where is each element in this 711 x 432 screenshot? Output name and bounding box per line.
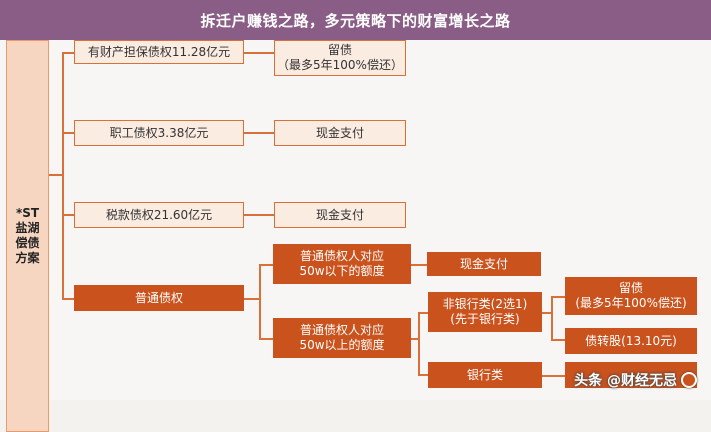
connector bbox=[62, 214, 74, 216]
connector bbox=[551, 339, 565, 341]
node-tax-result: 现金支付 bbox=[274, 202, 406, 228]
connector bbox=[418, 312, 428, 314]
node-bank: 银行类 bbox=[428, 362, 542, 388]
node-secured-debt: 有财产担保债权11.28亿元 bbox=[74, 40, 244, 64]
node-ordinary-debt: 普通债权 bbox=[74, 285, 244, 311]
connector bbox=[62, 52, 74, 54]
watermark: 头条 @财经无忌 bbox=[574, 370, 697, 390]
connector bbox=[259, 338, 273, 340]
watermark-logo-icon bbox=[681, 372, 697, 388]
connector bbox=[551, 296, 565, 298]
node-non-bank: 非银行类(2选1) (先于银行类) bbox=[428, 292, 542, 332]
connector bbox=[411, 338, 419, 340]
node-tax-debt: 税款债权21.60亿元 bbox=[74, 202, 244, 228]
connector bbox=[62, 298, 74, 300]
connector bbox=[418, 374, 428, 376]
node-ordinary-under-50w: 普通债权人对应 50w以下的额度 bbox=[273, 244, 411, 284]
connector bbox=[244, 132, 274, 134]
connector bbox=[542, 375, 565, 377]
node-ordinary-under-result: 现金支付 bbox=[427, 252, 541, 276]
node-non-bank-option-retain: 留债 (最多5年100%偿还) bbox=[565, 277, 697, 315]
node-bank-result bbox=[565, 362, 697, 388]
page-title: 拆迁户赚钱之路，多元策略下的财富增长之路 bbox=[200, 11, 511, 30]
node-employee-debt: 职工债权3.38亿元 bbox=[74, 120, 244, 146]
connector bbox=[551, 296, 553, 340]
connector bbox=[244, 298, 260, 300]
node-secured-result: 留债 （最多5年100%偿还） bbox=[274, 40, 406, 76]
connector bbox=[244, 214, 274, 216]
node-employee-result: 现金支付 bbox=[274, 120, 406, 146]
connector bbox=[244, 52, 274, 54]
connector bbox=[418, 312, 420, 376]
connector bbox=[542, 312, 552, 314]
root-node: *ST 盐湖 偿债 方案 bbox=[6, 40, 49, 432]
connector bbox=[49, 174, 63, 176]
connector bbox=[62, 52, 64, 300]
page-title-bar: 拆迁户赚钱之路，多元策略下的财富增长之路 bbox=[0, 0, 711, 40]
watermark-text: 头条 @财经无忌 bbox=[574, 373, 677, 389]
connector bbox=[259, 264, 273, 266]
connector bbox=[259, 264, 261, 340]
connector bbox=[411, 264, 427, 266]
connector bbox=[62, 132, 74, 134]
diagram-canvas: *ST 盐湖 偿债 方案 有财产担保债权11.28亿元 留债 （最多5年100%… bbox=[0, 40, 711, 432]
node-non-bank-option-equity: 债转股(13.10元) bbox=[565, 328, 697, 354]
node-ordinary-over-50w: 普通债权人对应 50w以上的额度 bbox=[273, 318, 411, 358]
